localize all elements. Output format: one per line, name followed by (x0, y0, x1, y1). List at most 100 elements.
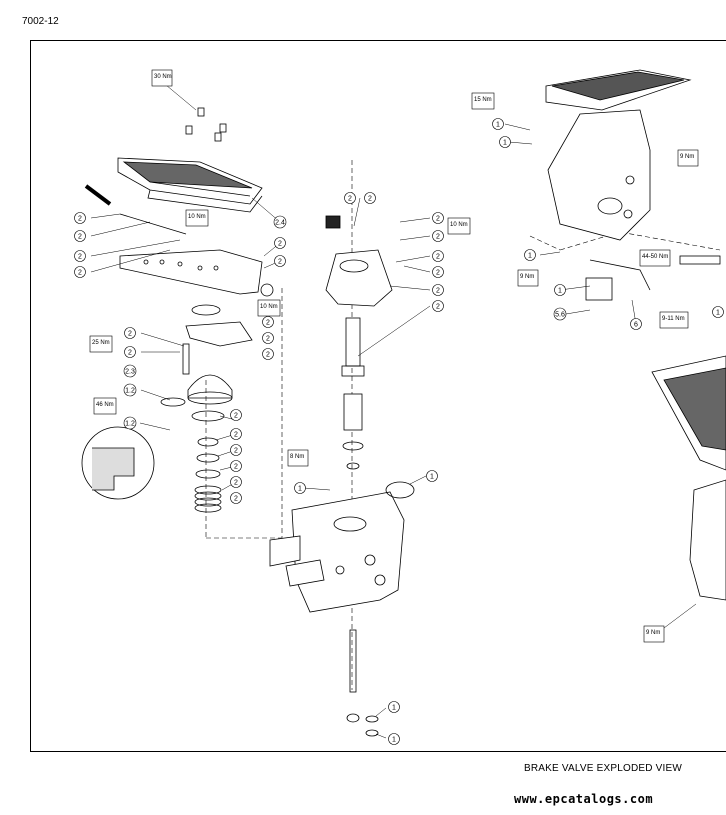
svg-text:5.6: 5.6 (555, 312, 565, 319)
torque-label: 9 Nm (517, 269, 539, 287)
torque-label: 44-50 Nm (639, 249, 671, 267)
plunger-assembly (325, 249, 393, 470)
callout: 2 (124, 327, 136, 339)
svg-text:8 Nm: 8 Nm (290, 454, 304, 460)
svg-text:1: 1 (503, 140, 507, 147)
svg-text:44-50 Nm: 44-50 Nm (642, 254, 668, 260)
svg-text:10 Nm: 10 Nm (260, 304, 278, 310)
svg-text:2: 2 (78, 234, 82, 241)
torque-label: 10 Nm (447, 217, 471, 235)
svg-text:1.2: 1.2 (125, 421, 135, 428)
figure-caption: BRAKE VALVE EXPLODED VIEW (524, 763, 683, 774)
callout: 2 (274, 237, 286, 249)
svg-text:6: 6 (634, 322, 638, 329)
drawing-frame (30, 40, 726, 752)
callout: 2 (74, 212, 86, 224)
svg-text:2: 2 (436, 304, 440, 311)
callout: 2 (262, 316, 274, 328)
left-pedal (117, 157, 263, 213)
callout: 2.4 (273, 215, 287, 229)
svg-text:2: 2 (234, 464, 238, 471)
watermark-url[interactable]: www.epcatalogs.com (514, 792, 654, 806)
svg-text:2.3: 2.3 (125, 369, 135, 376)
svg-text:1: 1 (392, 705, 396, 712)
torque-label: 15 Nm (471, 92, 495, 110)
callout: 2 (432, 212, 444, 224)
svg-text:2: 2 (368, 196, 372, 203)
svg-text:2: 2 (266, 336, 270, 343)
svg-text:1: 1 (528, 253, 532, 260)
callout: 1 (388, 733, 400, 745)
svg-text:25 Nm: 25 Nm (92, 340, 110, 346)
callout: 2 (432, 230, 444, 242)
callout: 2 (230, 428, 242, 440)
callout: 1 (712, 306, 724, 318)
torque-label: 10 Nm (185, 209, 209, 227)
svg-text:2: 2 (234, 413, 238, 420)
svg-text:9-11 Nm: 9-11 Nm (662, 316, 685, 322)
right-lower-pedal (651, 355, 726, 601)
callout: 2.3 (123, 364, 137, 378)
svg-text:2: 2 (266, 320, 270, 327)
callout: 5.6 (553, 307, 567, 321)
torque-label: 9 Nm (677, 149, 699, 167)
svg-text:1: 1 (392, 737, 396, 744)
callout: 2 (230, 492, 242, 504)
torque-label: 10 Nm (257, 299, 281, 317)
callout: 2 (364, 192, 376, 204)
svg-text:2: 2 (234, 432, 238, 439)
callout: 2 (230, 476, 242, 488)
svg-text:2: 2 (78, 254, 82, 261)
svg-text:2: 2 (348, 196, 352, 203)
callout: 2 (344, 192, 356, 204)
svg-text:2: 2 (436, 254, 440, 261)
callout: 1 (388, 701, 400, 713)
svg-text:2: 2 (436, 234, 440, 241)
svg-text:2: 2 (436, 288, 440, 295)
svg-text:2: 2 (436, 270, 440, 277)
svg-text:2: 2 (234, 496, 238, 503)
page-code: 7002-12 (22, 16, 59, 27)
svg-text:2.4: 2.4 (275, 220, 285, 227)
svg-text:9 Nm: 9 Nm (520, 274, 534, 280)
svg-text:1: 1 (558, 288, 562, 295)
callout: 2 (230, 444, 242, 456)
callout: 6 (630, 318, 642, 330)
torque-label: 46 Nm (93, 397, 117, 415)
right-pedal-assembly (545, 69, 721, 301)
svg-text:2: 2 (128, 350, 132, 357)
callout: 2 (432, 250, 444, 262)
callout: 1 (554, 284, 566, 296)
callout: 1 (294, 482, 306, 494)
callout: 2 (274, 255, 286, 267)
svg-text:9 Nm: 9 Nm (646, 630, 660, 636)
svg-text:2: 2 (234, 480, 238, 487)
callout: 2 (262, 332, 274, 344)
torque-label: 8 Nm (287, 449, 309, 467)
svg-text:1.2: 1.2 (125, 388, 135, 395)
svg-text:10 Nm: 10 Nm (188, 214, 206, 220)
bolts (185, 107, 227, 142)
callout: 2 (432, 266, 444, 278)
callout: 2 (74, 250, 86, 262)
callout: 1.2 (123, 416, 137, 430)
pedal-bracket (119, 249, 263, 295)
callout: 2 (230, 409, 242, 421)
svg-text:10 Nm: 10 Nm (450, 222, 468, 228)
torque-label: 9-11 Nm (659, 311, 689, 329)
svg-text:2: 2 (278, 259, 282, 266)
torque-label: 9 Nm (643, 625, 665, 643)
svg-text:2: 2 (436, 216, 440, 223)
torque-label: 25 Nm (89, 335, 113, 353)
svg-text:1: 1 (496, 122, 500, 129)
callout: 1 (426, 470, 438, 482)
svg-text:15 Nm: 15 Nm (474, 97, 492, 103)
svg-text:9 Nm: 9 Nm (680, 154, 694, 160)
callout: 1 (499, 136, 511, 148)
svg-text:2: 2 (78, 270, 82, 277)
svg-text:46 Nm: 46 Nm (96, 402, 114, 408)
svg-text:1: 1 (716, 310, 720, 317)
callout: 1.2 (123, 383, 137, 397)
callout: 1 (524, 249, 536, 261)
